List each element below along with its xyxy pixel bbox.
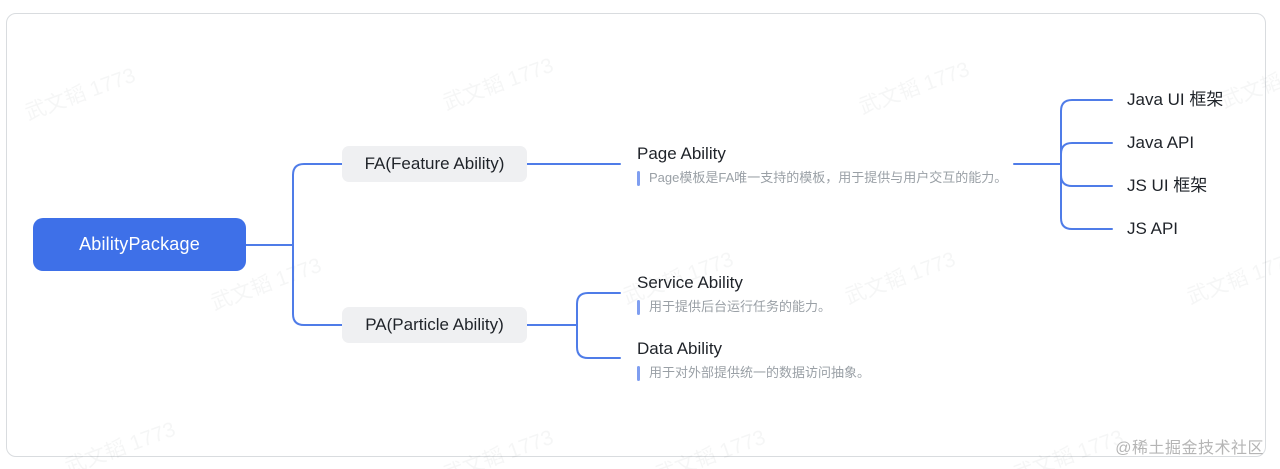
topic-desc-text: Page模板是FA唯一支持的模板，用于提供与用户交互的能力。 [649, 170, 1008, 185]
topic-desc-data-ability: 用于对外部提供统一的数据访问抽象。 [637, 364, 870, 382]
branch-node-pa[interactable]: PA(Particle Ability) [342, 307, 527, 343]
topic-desc-service-ability: 用于提供后台运行任务的能力。 [637, 298, 831, 316]
topic-title-data-ability[interactable]: Data Ability [637, 339, 723, 358]
desc-accent-bar [637, 365, 640, 381]
watermark-credit: @稀土掘金技术社区 [1115, 440, 1264, 457]
leaf-node-js-ui-framework[interactable]: JS UI 框架 [1127, 176, 1208, 195]
topic-desc-text: 用于提供后台运行任务的能力。 [649, 299, 832, 314]
leaf-node-java-ui-framework[interactable]: Java UI 框架 [1127, 90, 1224, 109]
leaf-node-js-api[interactable]: JS API [1127, 219, 1179, 238]
desc-accent-bar [637, 299, 640, 315]
desc-accent-bar [637, 170, 640, 186]
root-node-ability-package[interactable]: AbilityPackage [33, 218, 246, 271]
branch-node-fa[interactable]: FA(Feature Ability) [342, 146, 527, 182]
topic-title-page-ability[interactable]: Page Ability [637, 144, 726, 163]
topic-title-service-ability[interactable]: Service Ability [637, 273, 743, 292]
leaf-node-java-api[interactable]: Java API [1127, 133, 1195, 152]
topic-desc-text: 用于对外部提供统一的数据访问抽象。 [649, 365, 871, 380]
topic-desc-page-ability: Page模板是FA唯一支持的模板，用于提供与用户交互的能力。 [637, 169, 1007, 187]
